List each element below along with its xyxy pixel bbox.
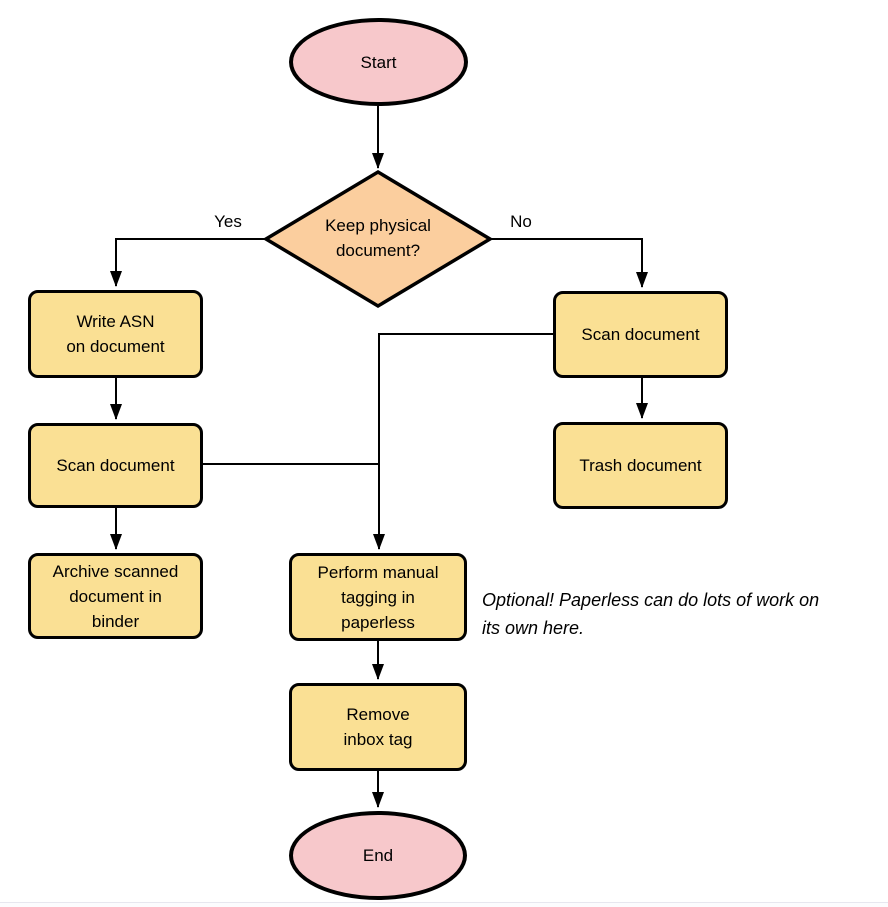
remove-inbox-tag-node-label: Remove inbox tag [343, 705, 413, 749]
scan-document-left-node-label: Scan document [56, 456, 175, 475]
end-node: End [289, 811, 467, 900]
page-bottom-divider [0, 902, 888, 903]
trash-document-node: Trash document [553, 422, 728, 509]
remove-inbox-tag-node: Remove inbox tag [289, 683, 467, 771]
trash-document-node-label: Trash document [579, 456, 702, 475]
decision-node-label: Keep physical document? [325, 216, 431, 260]
write-asn-node-label: Write ASN on document [66, 312, 165, 356]
page-bottom-margin [0, 903, 888, 907]
end-node-label: End [362, 846, 394, 865]
edge-label-no: No [510, 212, 532, 231]
optional-annotation: Optional! Paperless can do lots of work … [482, 590, 820, 638]
start-node: Start [289, 18, 468, 106]
start-node-label: Start [360, 52, 397, 72]
archive-node: Archive scanned document in binder [28, 553, 203, 639]
edge-label-yes: Yes [214, 212, 242, 231]
edge-decision-yes-to-write-asn [110, 238, 266, 287]
scan-document-right-node: Scan document [553, 291, 728, 378]
manual-tagging-node-label: Perform manual tagging in paperless [317, 562, 439, 632]
edge-scan-right-to-tagging [373, 333, 553, 550]
scan-document-right-node-label: Scan document [581, 325, 700, 344]
scan-document-left-node: Scan document [28, 423, 203, 508]
archive-node-label: Archive scanned document in binder [52, 561, 179, 631]
decision-node-shape [262, 169, 494, 309]
write-asn-node: Write ASN on document [28, 290, 203, 378]
manual-tagging-node: Perform manual tagging in paperless [289, 553, 467, 641]
edge-decision-no-to-scan-right [490, 238, 648, 288]
